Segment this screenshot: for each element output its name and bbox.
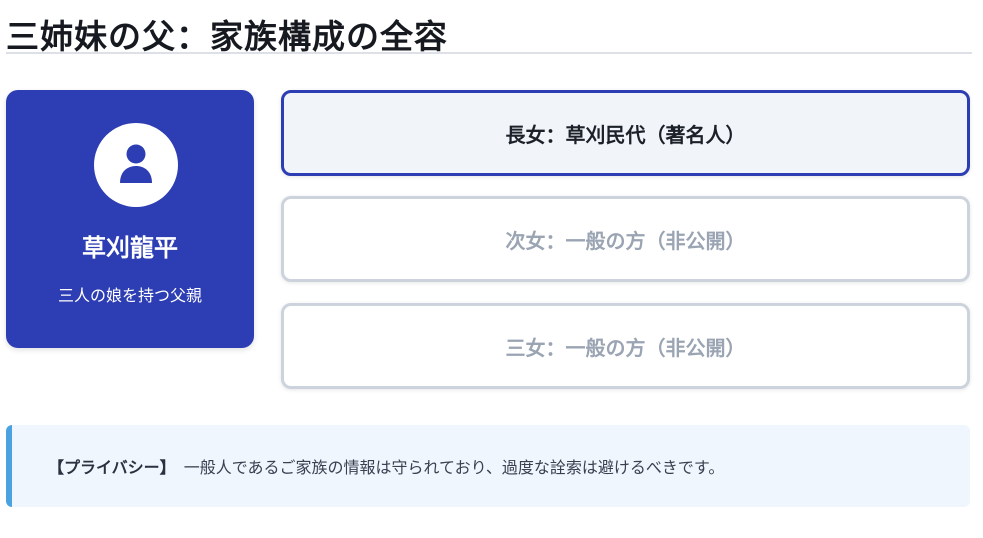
avatar [94, 123, 178, 207]
title-divider [6, 52, 972, 54]
daughter-label: 次女：一般の方（非公開） [505, 228, 746, 253]
page-title: 三姉妹の父：家族構成の全容 [6, 17, 448, 56]
privacy-note-text: 一般人であるご家族の情報は守られており、過度な詮索は避けるべきです。 [183, 458, 725, 477]
daughter-card-eldest[interactable]: 長女：草刈民代（著名人） [281, 90, 970, 176]
father-card: 草刈龍平 三人の娘を持つ父親 [6, 90, 254, 348]
father-name: 草刈龍平 [82, 234, 178, 262]
daughter-card-second[interactable]: 次女：一般の方（非公開） [281, 196, 970, 282]
privacy-note-tag: 【プライバシー】 [48, 458, 176, 477]
father-role: 三人の娘を持つ父親 [57, 286, 202, 305]
daughter-card-third[interactable]: 三女：一般の方（非公開） [281, 303, 970, 389]
daughter-label: 三女：一般の方（非公開） [505, 335, 746, 360]
user-icon [120, 144, 152, 183]
privacy-note: 【プライバシー】 一般人であるご家族の情報は守られており、過度な詮索は避けるべき… [6, 425, 970, 507]
daughter-label: 長女：草刈民代（著名人） [505, 122, 746, 147]
